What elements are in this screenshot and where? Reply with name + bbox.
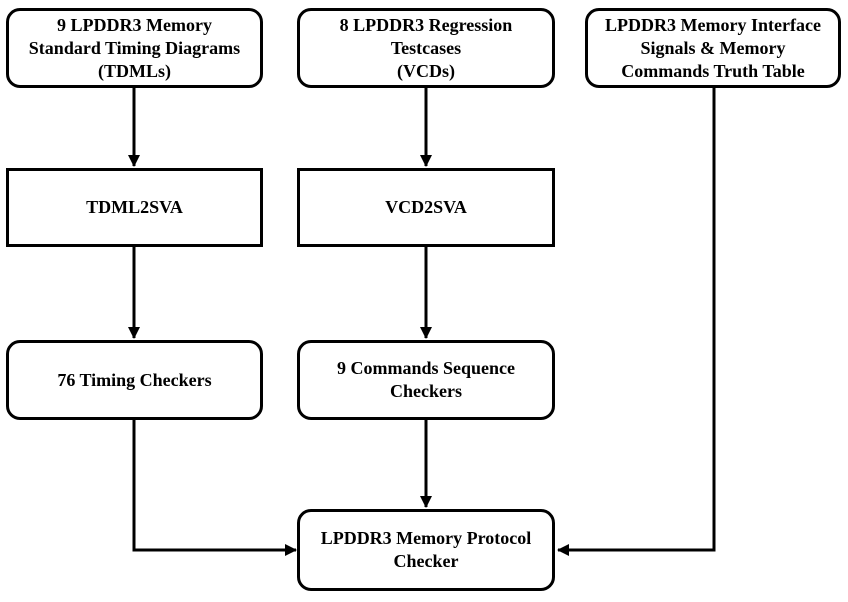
node-label-line: 8 LPDDR3 Regression [339,14,513,35]
sequence-checkers-node: 9 Commands Sequence Checkers [297,340,555,420]
node-label-line: Commands Truth Table [621,60,805,81]
node-label-line: Signals & Memory [640,37,786,58]
node-label-line: LPDDR3 Memory Interface [605,14,821,35]
node-label-line: Checker [393,551,459,571]
edge-timing-to-protocol [132,420,297,556]
node-label-line: 9 LPDDR3 Memory [57,14,212,35]
interface-source-node: LPDDR3 Memory Interface Signals & Memory… [585,8,841,88]
node-label-line: (VCDs) [397,60,455,81]
tdml-source-node: 9 LPDDR3 Memory Standard Timing Diagrams… [6,8,263,88]
node-label-line: (TDMLs) [98,60,171,81]
tdml2sva-node: TDML2SVA [6,168,263,247]
node-label-line: VCD2SVA [385,197,467,217]
timing-checkers-node: 76 Timing Checkers [6,340,263,420]
vcd-source-node: 8 LPDDR3 Regression Testcases (VCDs) [297,8,555,88]
node-label-line: 76 Timing Checkers [57,369,212,390]
node-label-line: LPDDR3 Memory Protocol [320,528,532,548]
node-label-line: Checkers [390,381,462,401]
node-label-line: 9 Commands Sequence [336,358,515,378]
vcd2sva-node: VCD2SVA [297,168,555,247]
protocol-checker-node: LPDDR3 Memory Protocol Checker [297,509,555,591]
edge-interface-to-protocol [557,88,716,556]
node-label-line: Testcases [390,37,462,58]
node-label-line: Standard Timing Diagrams [28,37,241,58]
node-label-line: TDML2SVA [86,197,183,217]
